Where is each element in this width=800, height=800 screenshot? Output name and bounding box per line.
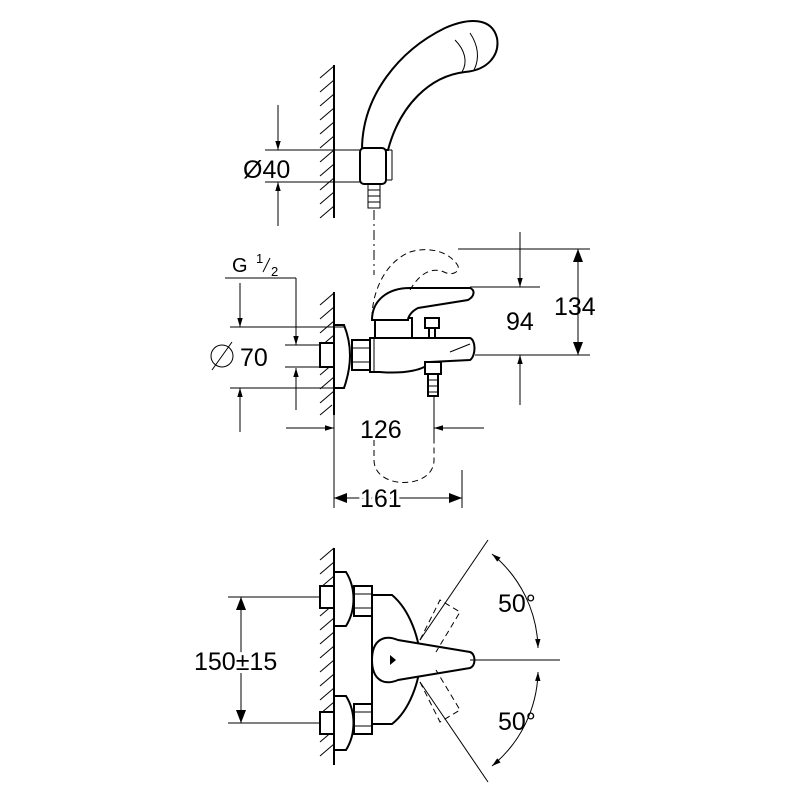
wall-top <box>319 65 335 219</box>
shower-holder <box>359 147 387 185</box>
union-nut <box>351 339 371 371</box>
dimension-angle-up: 50° <box>498 590 536 618</box>
thread-prefix: G <box>232 255 248 277</box>
shower-holder-view: Ø40 <box>243 20 499 275</box>
mixer-top-view: 50° 50° 150±15 <box>191 539 560 783</box>
dimension-label: Ø40 <box>243 156 290 184</box>
dimension-label: 161 <box>360 485 402 513</box>
cartridge-housing <box>374 317 413 339</box>
mixer-side-view: G 1 2 70 94 <box>210 232 596 516</box>
dimension-angle-down: 50° <box>498 708 536 736</box>
dimension-rosette-diameter: 70 <box>210 283 344 432</box>
shower-outlet <box>424 361 442 397</box>
mixer-body <box>369 337 476 374</box>
shower-hose <box>367 183 381 209</box>
lever-top <box>370 636 476 684</box>
lever-closed <box>370 287 475 321</box>
wall-connector <box>319 342 335 368</box>
dimension-spout-length: 126 <box>286 396 484 444</box>
upper-connection <box>319 571 373 627</box>
svg-text:G: G <box>232 255 248 277</box>
dimension-heights: 94 134 <box>458 232 596 405</box>
rosette <box>333 324 351 389</box>
thread-denominator: 2 <box>271 264 278 279</box>
dimension-thread-size: G 1 2 <box>225 251 320 410</box>
dimension-lever-height: 94 <box>506 308 534 336</box>
dimension-total-depth: 161 <box>333 440 463 516</box>
lower-connection <box>319 695 373 751</box>
diverter-knob <box>424 317 440 339</box>
dimension-label: 70 <box>240 344 268 372</box>
dimension-label: 150±15 <box>194 648 277 676</box>
lever-indicator-icon <box>390 655 396 665</box>
dimension-shower-holder-diameter: Ø40 <box>243 105 360 226</box>
thread-numerator: 1 <box>256 251 263 266</box>
dimension-label: 126 <box>360 416 402 444</box>
dimension-total-height: 134 <box>554 293 596 321</box>
dimension-inlet-spacing: 150±15 <box>191 596 320 724</box>
lever-open-phantom <box>371 249 459 319</box>
hand-shower <box>360 20 499 151</box>
